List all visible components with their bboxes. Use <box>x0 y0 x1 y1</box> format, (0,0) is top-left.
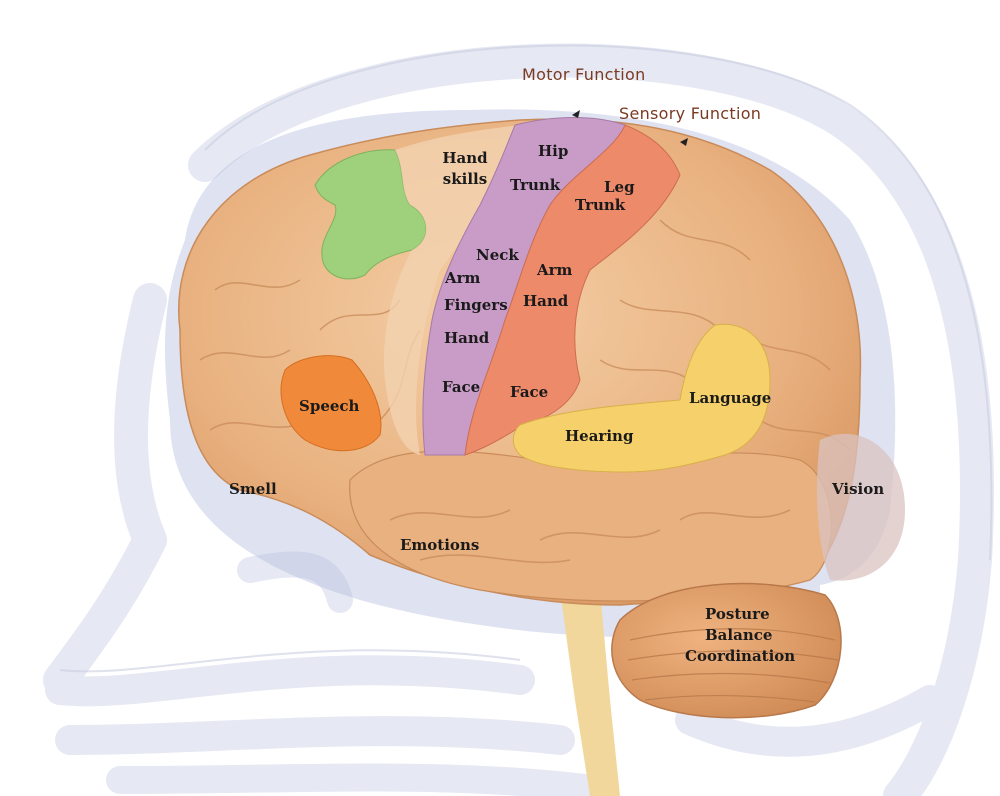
hearing-label: Hearing <box>565 427 634 445</box>
motor-face-label: Face <box>442 378 481 396</box>
motor-arm-label: Arm <box>445 269 481 287</box>
hand-skills-label: Hand skills <box>442 149 488 188</box>
sensory-hand-label: Hand <box>523 292 569 310</box>
hearing-language-area <box>512 323 771 473</box>
cerebellum <box>611 582 842 719</box>
language-label: Language <box>689 389 772 407</box>
head-outline <box>43 43 994 796</box>
sensory-trunk-label: Trunk <box>575 196 626 214</box>
speech-label: Speech <box>299 397 360 415</box>
brain-stem <box>560 590 620 796</box>
smell-label: Smell <box>229 480 277 498</box>
speech-area <box>280 355 382 452</box>
heading-arrows <box>572 110 688 146</box>
vision-label: Vision <box>832 480 885 498</box>
sensory-leg-label: Leg <box>604 178 635 196</box>
sensory-face-label: Face <box>510 383 549 401</box>
motor-hip-label: Hip <box>538 142 569 160</box>
posture-label: Posture <box>705 605 770 623</box>
motor-trunk-label: Trunk <box>510 176 561 194</box>
motor-function-heading: Motor Function <box>522 65 646 84</box>
sensory-function-heading: Sensory Function <box>619 104 762 123</box>
sensory-arm-label: Arm <box>537 261 573 279</box>
motor-neck-label: Neck <box>476 246 519 264</box>
emotions-label: Emotions <box>400 536 480 554</box>
motor-fingers-label: Fingers <box>444 296 508 314</box>
motor-hand-label: Hand <box>444 329 490 347</box>
balance-label: Balance <box>705 626 773 644</box>
sensory-strip <box>464 124 681 456</box>
vision-area <box>817 433 905 581</box>
coordination-label: Coordination <box>685 647 796 665</box>
